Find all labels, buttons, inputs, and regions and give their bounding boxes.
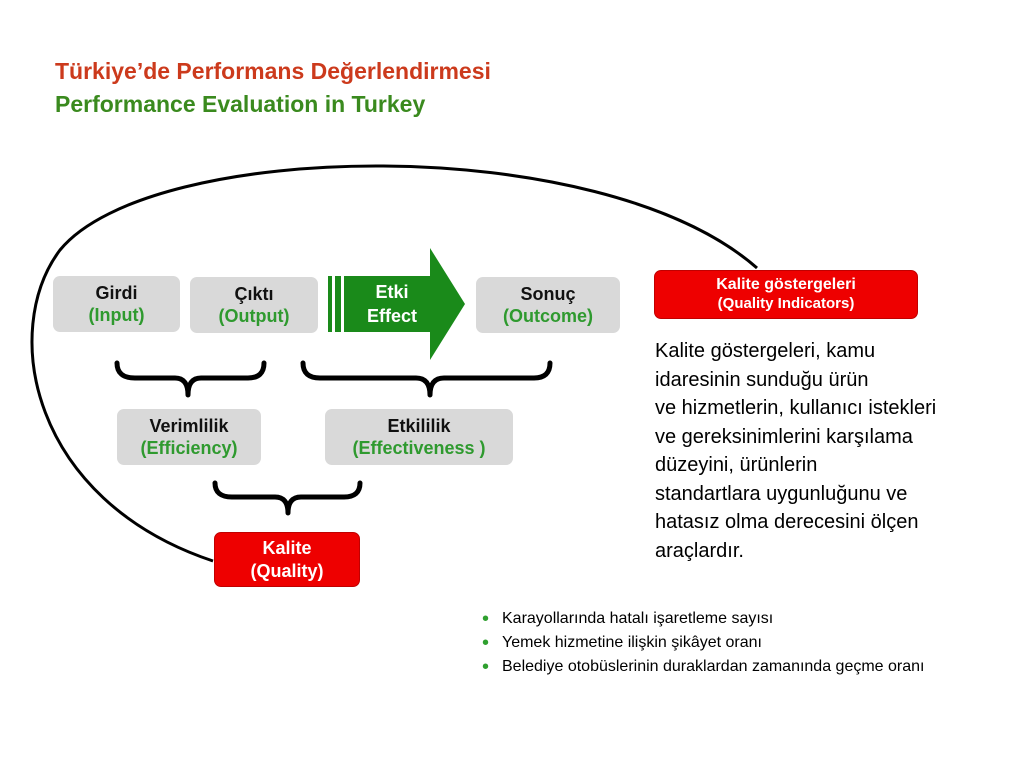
node-quality-label: Kalite bbox=[262, 538, 312, 558]
node-quality-sublabel: (Quality) bbox=[250, 560, 324, 581]
title-turkish: Türkiye’de Performans Değerlendirmesi bbox=[55, 58, 491, 84]
brace-efficiency-effectiveness bbox=[212, 480, 363, 516]
loop-connector bbox=[30, 164, 758, 563]
definition-line: idaresinin sunduğu ürün bbox=[655, 368, 869, 391]
node-input-label: Girdi bbox=[95, 282, 138, 303]
bullet-icon: • bbox=[482, 656, 490, 678]
node-outcome-sublabel: (Outcome) bbox=[503, 306, 593, 326]
node-outcome: Sonuç (Outcome) bbox=[476, 277, 620, 333]
node-efficiency-sublabel: (Efficiency) bbox=[140, 438, 238, 458]
list-item: • Belediye otobüslerinin duraklardan zama… bbox=[480, 655, 982, 679]
node-quality-indicators: Kalite göstergeleri (Quality Indicators) bbox=[654, 270, 918, 319]
definition-line: Kalite göstergeleri, kamu bbox=[655, 340, 876, 362]
node-effect-sublabel: Effect bbox=[366, 306, 417, 327]
definition-line: standartlara uygunluğunu ve bbox=[655, 482, 908, 505]
list-item: • Karayollarında hatalı işaretleme sayısı bbox=[480, 607, 980, 631]
definition-line: hatasız olma derecesini ölçen bbox=[655, 511, 919, 533]
definition-line: ve hizmetlerin, kullanıcı istekleri bbox=[655, 397, 937, 419]
node-efficiency: Verimlilik (Efficiency) bbox=[117, 409, 261, 465]
node-effectiveness: Etkililik (Effectiveness ) bbox=[325, 409, 513, 465]
definition-line: düzeyini, ürünlerin bbox=[655, 454, 818, 476]
definition-line: ve gereksinimlerini karşılama bbox=[655, 425, 913, 448]
list-item-text: Karayollarında hatalı işaretleme sayısı bbox=[502, 610, 774, 627]
node-effectiveness-sublabel: (Effectiveness ) bbox=[352, 438, 486, 458]
example-list: • Karayollarında hatalı işaretleme sayısı… bbox=[480, 607, 980, 679]
bullet-icon: • bbox=[482, 632, 490, 654]
node-input: Girdi (Input) bbox=[53, 276, 180, 332]
list-item: • Yemek hizmetine ilişkin şikâyet oranı bbox=[480, 631, 980, 655]
node-output-label: Çıktı bbox=[234, 283, 274, 304]
node-quality-indicators-label: Kalite göstergeleri bbox=[716, 276, 856, 294]
title-english: Performance Evaluation in Turkey bbox=[55, 91, 426, 117]
node-quality-indicators-sublabel: (Quality Indicators) bbox=[717, 295, 855, 313]
node-efficiency-label: Verimlilik bbox=[149, 415, 229, 436]
brace-effect-outcome bbox=[300, 360, 553, 398]
bullet-icon: • bbox=[482, 608, 490, 630]
node-effectiveness-label: Etkililik bbox=[387, 415, 451, 436]
node-output-sublabel: (Output) bbox=[218, 306, 290, 326]
node-effect: Etki Effect bbox=[352, 280, 432, 329]
node-quality: Kalite (Quality) bbox=[214, 532, 360, 587]
node-outcome-label: Sonuç bbox=[520, 283, 576, 304]
node-effect-label: Etki bbox=[375, 282, 409, 302]
node-output: Çıktı (Output) bbox=[190, 277, 318, 333]
brace-input-output bbox=[114, 360, 267, 398]
list-item-text: Yemek hizmetine ilişkin şikâyet oranı bbox=[502, 634, 762, 651]
list-item-text: Belediye otobüslerinin duraklardan zaman… bbox=[502, 658, 925, 675]
effect-arrow bbox=[328, 248, 465, 360]
definition-line: araçlardır. bbox=[655, 539, 744, 562]
node-input-sublabel: (Input) bbox=[88, 305, 145, 325]
quality-indicator-definition: Kalite göstergeleri, kamu idaresinin sun… bbox=[655, 337, 1015, 565]
